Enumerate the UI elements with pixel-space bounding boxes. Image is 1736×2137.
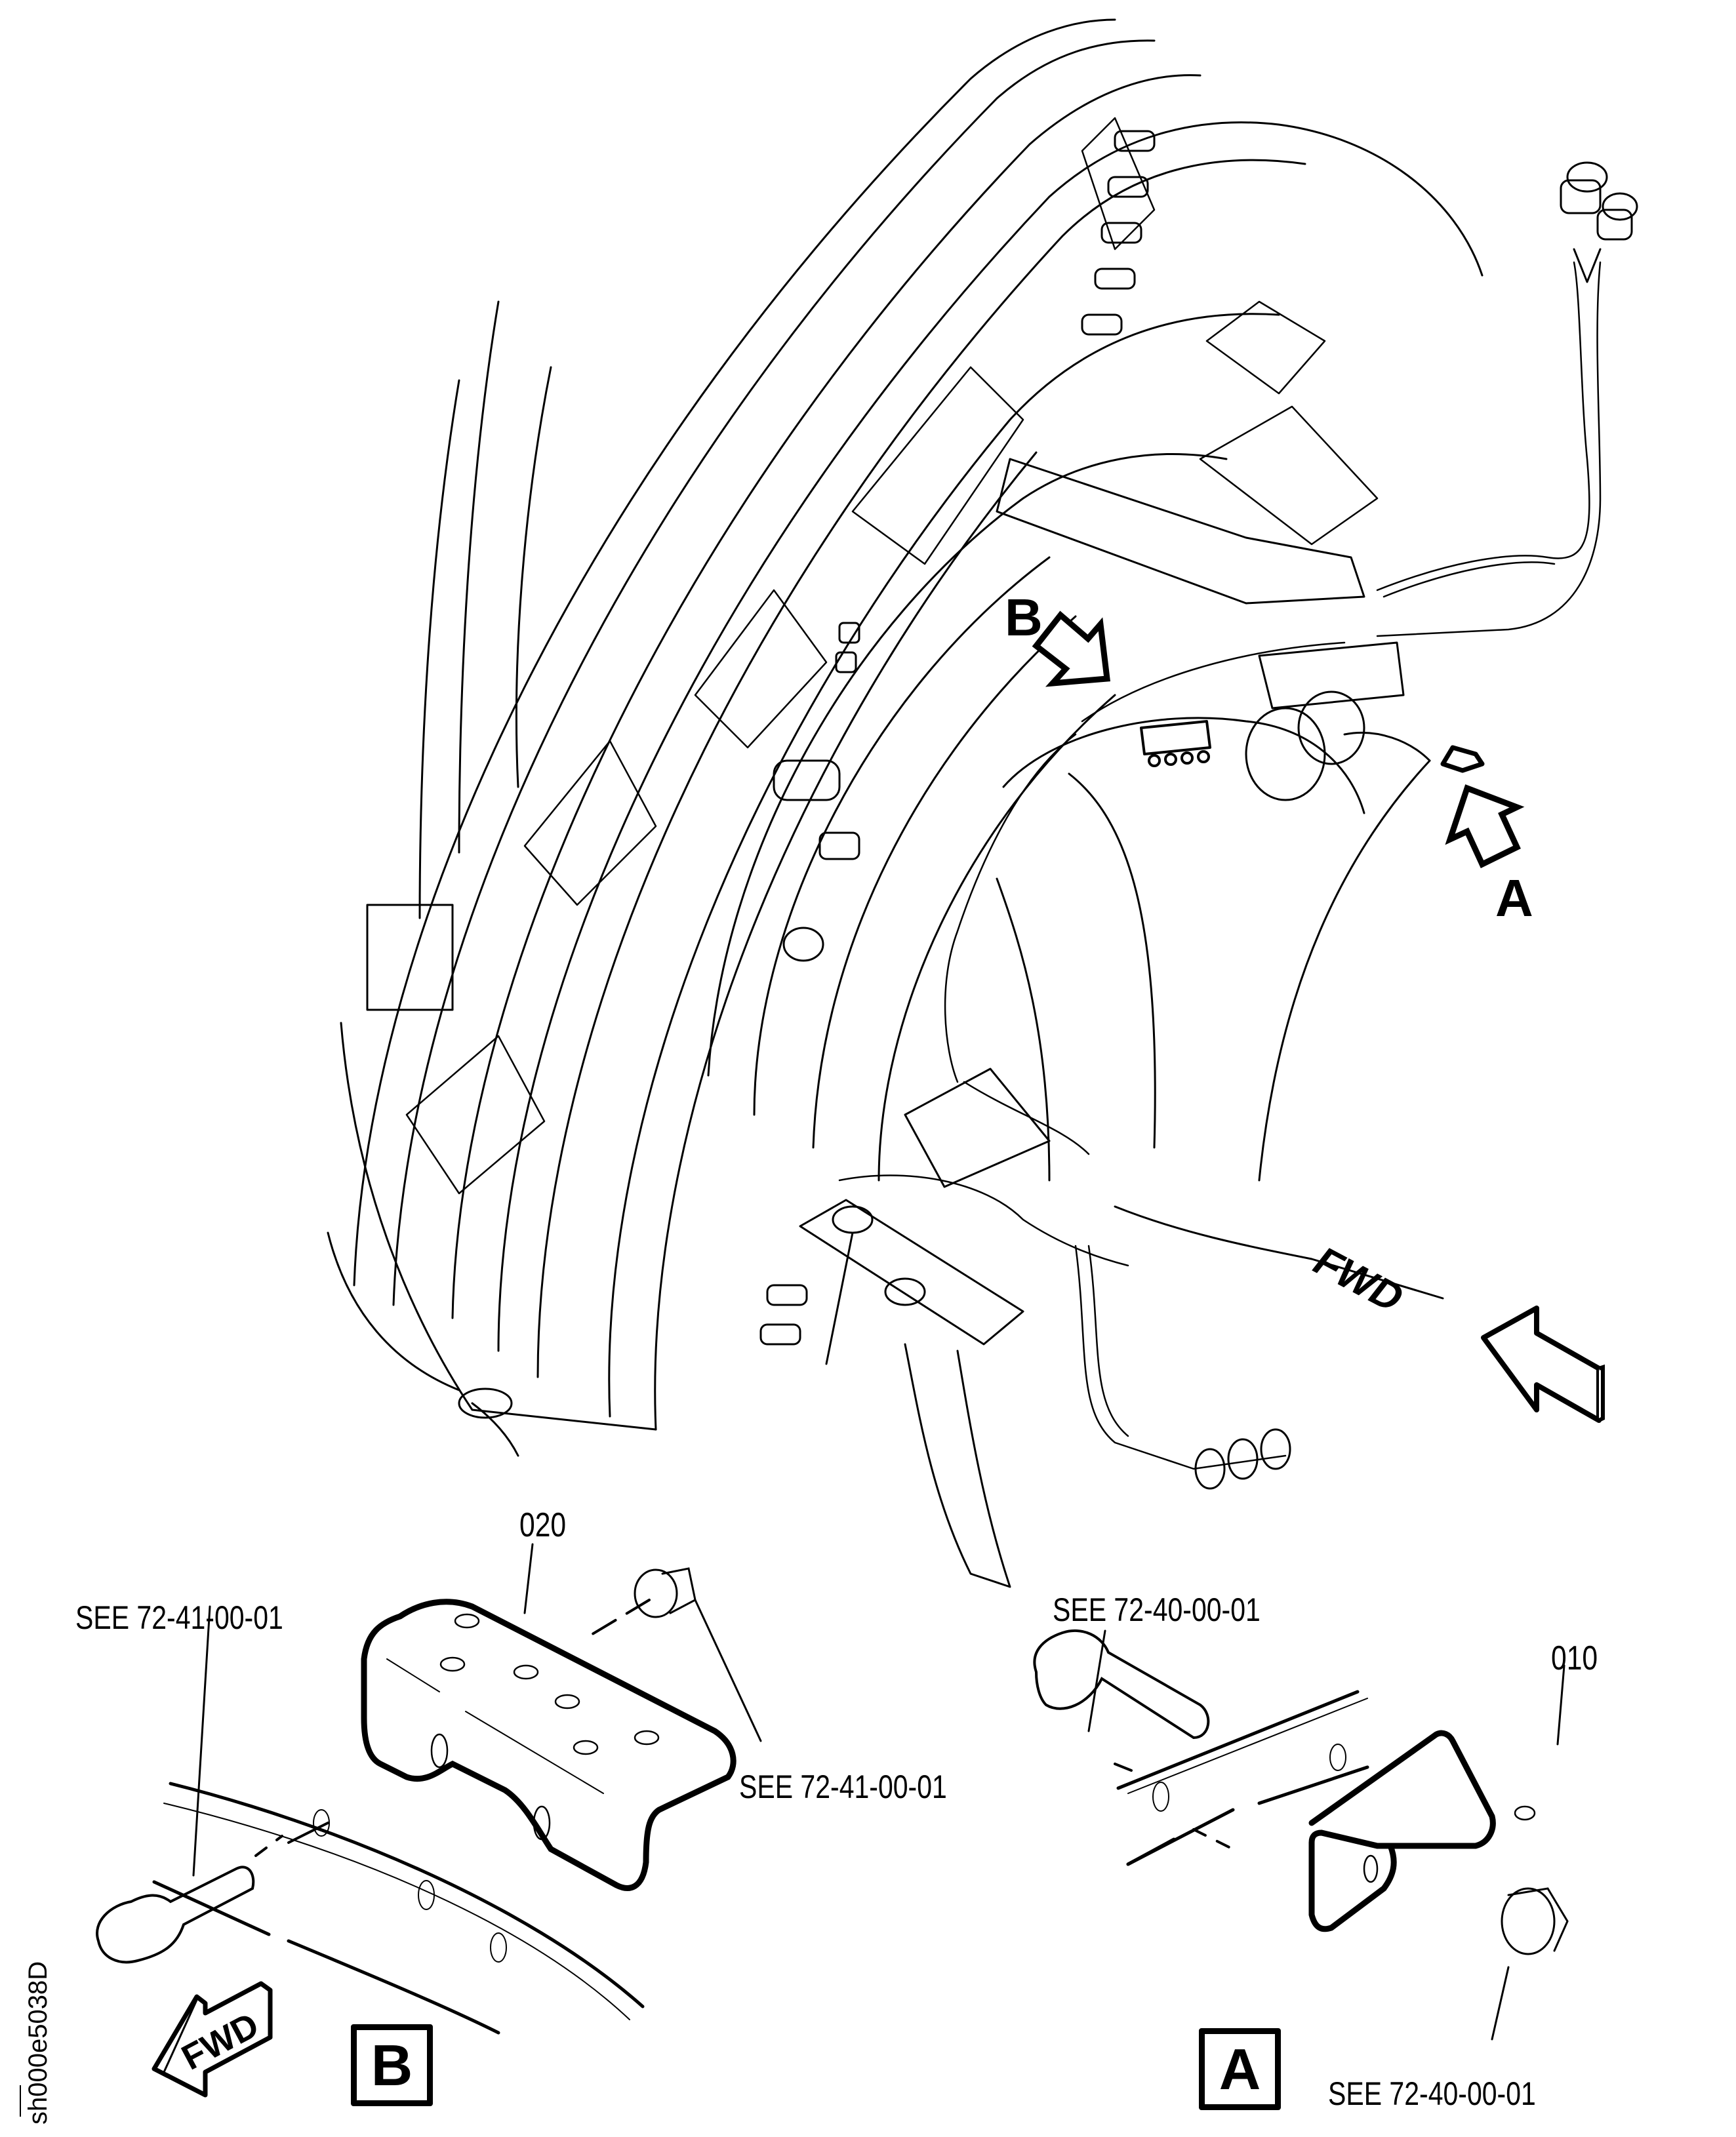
figure-id: sh000e5038D [24, 1961, 52, 2125]
bracket-a-location [1440, 745, 1485, 773]
detail-b-drawing [96, 1543, 762, 2035]
fwd-label: FWD [1304, 1240, 1414, 1320]
fwd-arrow-b-icon: FWD [151, 1981, 273, 2098]
figure-id-rule [20, 2085, 21, 2117]
reference-callout-a-nut: SEE 72-40-00-01 [1328, 2075, 1536, 2112]
bracket-020 [361, 1599, 737, 1891]
core-duct [996, 458, 1444, 1300]
actuators [773, 622, 860, 962]
detail-a-view-label: A [1199, 2028, 1281, 2110]
view-arrow-b-icon [1032, 610, 1111, 687]
outer-cowl [327, 300, 657, 1457]
detail-b-view-label: B [351, 2024, 433, 2106]
lower-struts [799, 1068, 1051, 1588]
connector-plugs [1194, 161, 1638, 1490]
view-arrow-a-label: A [1495, 869, 1533, 927]
item-number-010: 010 [1551, 1639, 1598, 1677]
detail-b-view-letter: B [371, 2032, 413, 2098]
reference-callout-b-bolt: SEE 72-41-00-01 [75, 1599, 283, 1636]
wire-harness [838, 261, 1602, 1470]
view-arrow-b-label: B [1005, 588, 1043, 647]
detail-a-view-letter: A [1219, 2036, 1261, 2102]
bracket-b-location [1140, 720, 1211, 767]
fan-struts [405, 117, 1379, 1195]
reference-callout-a-bolt: SEE 72-40-00-01 [1053, 1591, 1261, 1628]
view-arrow-a-icon [1445, 784, 1525, 869]
bracket-010 [1308, 1730, 1496, 1932]
item-number-020: 020 [519, 1506, 567, 1544]
fan-case [353, 18, 1484, 1431]
cowl-slots [759, 130, 1156, 1346]
fwd-arrow-icon: FWD [1304, 1240, 1605, 1423]
detail-a-drawing [1033, 1629, 1569, 2041]
reference-callout-b-nut: SEE 72-41-00-01 [739, 1768, 947, 1805]
